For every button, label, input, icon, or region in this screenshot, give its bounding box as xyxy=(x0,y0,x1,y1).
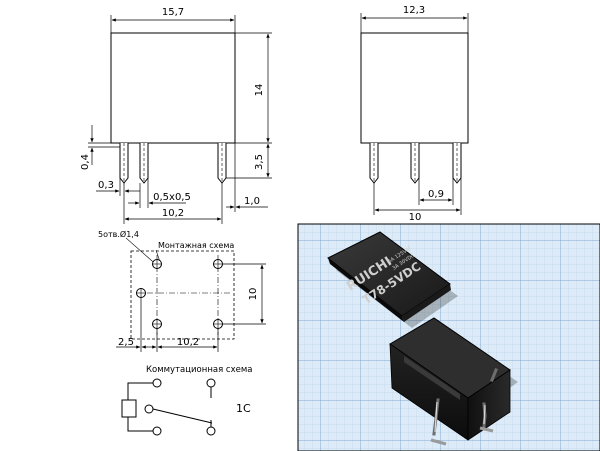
relay-photo: RUICHI 5A 125VAC 3A 30VDC T78-5VDC xyxy=(297,223,600,451)
front-view-pins xyxy=(119,143,227,184)
side-view-drawing: 12,3 0,9 10 xyxy=(360,5,469,223)
dim-pin-length: 3,5 xyxy=(254,154,265,170)
dim-pin-edge: 1,0 xyxy=(244,196,260,207)
mounting-holes xyxy=(136,259,223,329)
relay-bottom-view xyxy=(389,317,518,446)
relay-coil xyxy=(121,399,137,418)
front-view-drawing: 15,7 14 3,5 0,4 0,3 xyxy=(80,7,272,224)
contact-type-label: 1C xyxy=(236,402,251,415)
mounting-vertical-pitch: 10 xyxy=(248,288,259,301)
dim-pin-pitch-side: 10 xyxy=(409,212,422,223)
dim-pin-thickness: 0,3 xyxy=(98,180,114,191)
dim-pin-offset: 0,4 xyxy=(80,154,91,170)
relay-top-view: RUICHI 5A 125VAC 3A 30VDC T78-5VDC xyxy=(327,231,458,328)
side-view-pins xyxy=(369,143,462,184)
switching-title: Коммутационная схема xyxy=(146,365,252,375)
mounting-horizontal-pitch: 10,2 xyxy=(177,337,199,348)
dim-pin-thickness-side: 0,9 xyxy=(428,189,444,200)
mounting-scheme: 5отв.Ø1,4 Монтажная схема xyxy=(98,229,266,352)
mounting-title: Монтажная схема xyxy=(158,241,234,250)
side-view-body xyxy=(360,32,469,144)
dim-width-side: 12,3 xyxy=(403,5,425,16)
dim-pin-section: 0,5x0,5 xyxy=(153,192,191,203)
switching-scheme: Коммутационная схема 1C xyxy=(121,365,252,436)
dim-width-front: 15,7 xyxy=(162,7,184,18)
front-view-body xyxy=(110,32,236,144)
dim-pin-pitch-front: 10,2 xyxy=(162,208,184,219)
mounting-holes-label: 5отв.Ø1,4 xyxy=(98,229,139,239)
mounting-edge-offset: 2,5 xyxy=(118,337,134,348)
dim-height-front: 14 xyxy=(254,84,265,97)
mounting-outline xyxy=(130,250,235,340)
